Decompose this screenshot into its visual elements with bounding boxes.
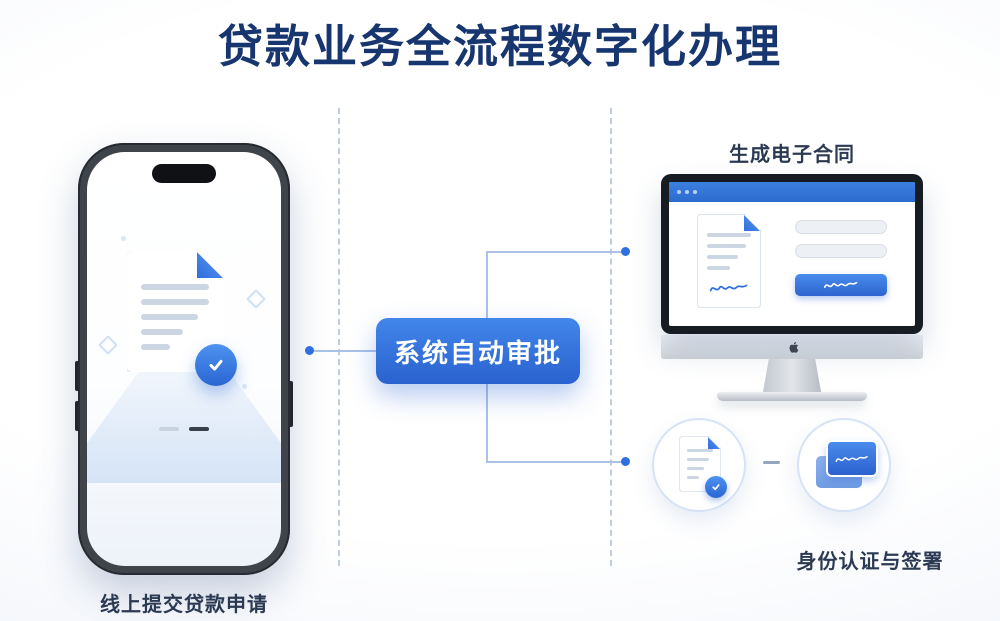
connector-dot-left — [305, 346, 314, 355]
window-titlebar — [669, 182, 915, 202]
diamond-decoration — [246, 289, 266, 309]
loan-application-document-icon — [127, 252, 237, 386]
document-line — [707, 255, 738, 259]
document-fold-corner — [197, 252, 223, 278]
phone-volume-button — [75, 401, 78, 431]
document-line — [141, 299, 209, 305]
document-line — [141, 314, 198, 320]
contract-step-caption: 生成电子合同 — [729, 144, 855, 166]
sparkle-dot — [121, 236, 126, 241]
document-line — [687, 476, 699, 479]
monitor-screen — [669, 182, 915, 326]
titlebar-dot — [693, 190, 697, 194]
titlebar-dot — [677, 190, 681, 194]
monitor-stand-neck — [763, 359, 821, 392]
document-text-lines — [707, 233, 751, 270]
page-dash-inactive — [159, 427, 179, 431]
dashed-divider-right — [610, 108, 612, 566]
contract-document-body — [697, 214, 761, 308]
document-line — [687, 467, 704, 470]
monitor-chin — [661, 334, 923, 359]
identity-card-circle — [797, 418, 891, 512]
connector-line-bottom-horizontal — [486, 461, 626, 463]
check-badge — [705, 476, 727, 498]
document-line — [141, 284, 209, 290]
phone-step-caption: 线上提交贷款申请 — [100, 594, 268, 616]
connector-line-top-horizontal — [486, 251, 626, 253]
auto-approval-label: 系统自动审批 — [393, 337, 562, 368]
diamond-decoration — [98, 335, 118, 355]
form-input-field — [795, 220, 887, 234]
auto-approval-box: 系统自动审批 — [376, 318, 580, 384]
phone-volume-button — [75, 361, 78, 391]
dashed-divider-left — [338, 108, 340, 566]
monitor-bezel — [661, 174, 923, 334]
connector-line-phone — [314, 350, 376, 352]
phone-power-button — [290, 381, 293, 427]
signature-scribble-icon — [708, 280, 750, 301]
connector-dot-top-right — [621, 247, 630, 256]
document-line — [687, 449, 713, 452]
id-card-signature-icon — [826, 440, 878, 477]
apple-logo-icon — [789, 341, 798, 353]
document-line — [141, 344, 170, 350]
sparkle-dot — [242, 384, 247, 389]
titlebar-dot — [685, 190, 689, 194]
page-dash-active — [189, 427, 209, 431]
verified-document-icon — [679, 436, 727, 498]
check-icon — [209, 359, 223, 371]
pagination-dashes — [87, 427, 281, 431]
sign-button — [795, 274, 887, 296]
monitor-stand-base — [717, 392, 867, 401]
document-line — [707, 233, 751, 237]
contract-document-icon — [697, 214, 761, 308]
phone-mockup — [75, 143, 293, 575]
signature-scribble-icon — [823, 281, 858, 289]
document-line — [707, 244, 746, 248]
form-input-field — [795, 244, 887, 258]
document-text-lines — [141, 284, 209, 350]
document-fold-corner — [708, 437, 720, 449]
circle-separator-dash — [763, 461, 780, 464]
document-fold-corner — [744, 215, 760, 231]
document-line — [687, 458, 709, 461]
check-icon — [712, 484, 720, 491]
dynamic-island — [152, 164, 216, 183]
identity-step-caption: 身份认证与签署 — [796, 551, 944, 573]
page-title: 贷款业务全流程数字化办理 — [217, 21, 782, 72]
imac-monitor — [661, 174, 923, 401]
connector-dot-bottom-right — [621, 457, 630, 466]
document-text-lines — [687, 449, 713, 479]
check-badge — [195, 344, 237, 386]
connector-line-bottom-vertical — [486, 384, 488, 462]
signature-scribble-icon — [835, 455, 868, 462]
document-line — [141, 329, 183, 335]
phone-screen — [87, 152, 281, 566]
identity-document-circle — [652, 418, 746, 512]
connector-line-top-vertical — [486, 252, 488, 318]
document-line — [707, 266, 730, 270]
